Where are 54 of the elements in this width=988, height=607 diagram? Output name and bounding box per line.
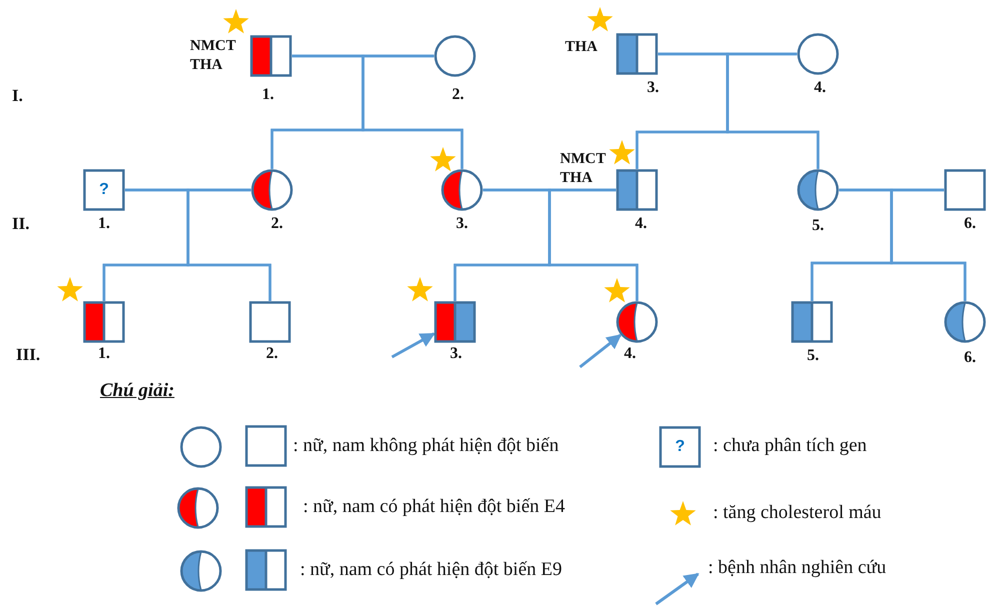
pedigree-line bbox=[186, 188, 272, 301]
generation-label: III. bbox=[16, 345, 40, 365]
individual-number: 1. bbox=[97, 345, 111, 363]
individual-number: 5. bbox=[811, 217, 825, 235]
legend-text: : nữ, nam có phát hiện đột biến E9 bbox=[300, 558, 562, 582]
male-symbol bbox=[249, 301, 291, 343]
condition-label: NMCT THA bbox=[190, 37, 237, 75]
arrow bbox=[391, 332, 436, 358]
individual-number: 5. bbox=[806, 347, 820, 365]
question-mark: ? bbox=[98, 181, 110, 199]
legend-heading: Chú giải: bbox=[100, 380, 174, 402]
individual-number: 1. bbox=[261, 86, 275, 104]
legend-text: : chưa phân tích gen bbox=[713, 434, 867, 458]
female-symbol bbox=[434, 35, 476, 77]
question-mark: ? bbox=[674, 438, 686, 456]
female-symbol bbox=[441, 169, 483, 211]
individual-number: 4. bbox=[623, 345, 637, 363]
legend-text: : nữ, nam không phát hiện đột biến bbox=[293, 434, 559, 458]
male-symbol bbox=[944, 169, 986, 211]
pedigree-line bbox=[890, 188, 966, 301]
legend-text: : bệnh nhân nghiên cứu bbox=[708, 556, 886, 580]
male-symbol bbox=[83, 301, 125, 343]
pedigree-line bbox=[726, 52, 820, 169]
generation-label: I. bbox=[12, 86, 23, 106]
legend-text: : nữ, nam có phát hiện đột biến E4 bbox=[303, 495, 565, 519]
female-symbol bbox=[251, 169, 293, 211]
individual-number: 6. bbox=[963, 215, 977, 233]
male-symbol bbox=[616, 169, 658, 211]
female-symbol bbox=[797, 169, 839, 211]
female-symbol bbox=[616, 301, 658, 343]
male-symbol bbox=[83, 169, 125, 211]
individual-number: 3. bbox=[646, 79, 660, 97]
female-symbol bbox=[944, 301, 986, 343]
individual-number: 4. bbox=[813, 79, 827, 97]
legend-text: : tăng cholesterol máu bbox=[713, 501, 882, 525]
pedigree-line bbox=[362, 54, 464, 169]
individual-number: 1. bbox=[97, 215, 111, 233]
individual-number: 2. bbox=[451, 86, 465, 104]
generation-label: II. bbox=[12, 214, 30, 234]
condition-label: NMCT THA bbox=[560, 150, 607, 188]
individual-number: 2. bbox=[265, 345, 279, 363]
male-symbol bbox=[616, 33, 658, 75]
individual-number: 4. bbox=[634, 215, 648, 233]
arrow bbox=[579, 334, 622, 368]
individual-number: 2. bbox=[270, 215, 284, 233]
pedigree-line bbox=[548, 188, 638, 301]
male-symbol bbox=[434, 301, 476, 343]
male-symbol bbox=[250, 35, 292, 77]
condition-label: THA bbox=[565, 38, 599, 57]
individual-number: 6. bbox=[963, 349, 977, 367]
female-symbol bbox=[797, 33, 839, 75]
individual-number: 3. bbox=[455, 215, 469, 233]
male-symbol bbox=[791, 301, 833, 343]
individual-number: 3. bbox=[449, 345, 463, 363]
